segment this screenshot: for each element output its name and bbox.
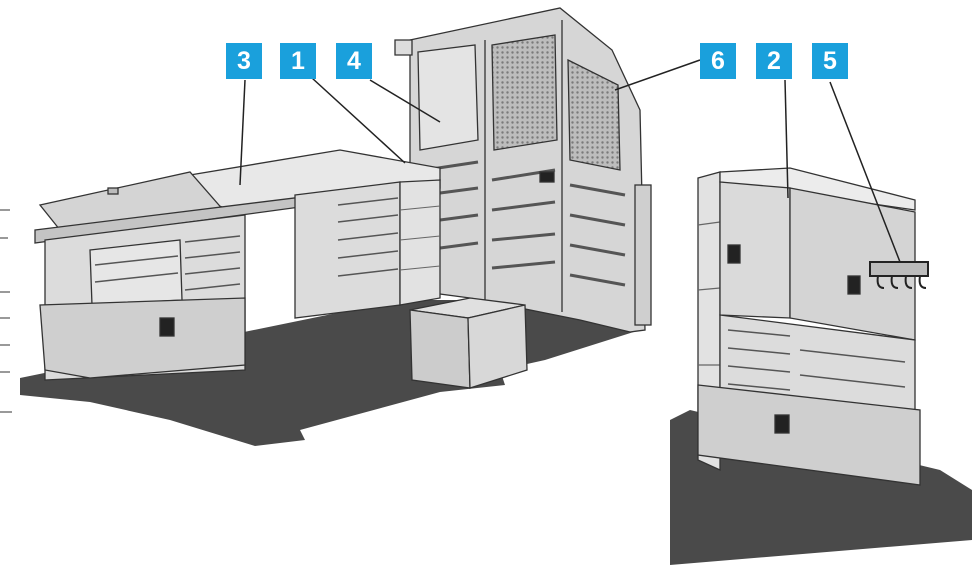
callout-leader-lines	[239, 59, 901, 263]
callout-3: 3	[226, 43, 262, 79]
door-handle	[539, 171, 555, 183]
right-drawer-cabinet	[294, 181, 401, 319]
hook-rack	[869, 261, 929, 289]
step-stool	[409, 297, 528, 389]
lock-plate-upper-right	[847, 275, 861, 295]
bottom-locker	[697, 384, 921, 486]
right-tall-cabinet	[697, 167, 929, 486]
center-mesh-window	[491, 34, 558, 151]
callout-6: 6	[700, 43, 736, 79]
left-door-window	[417, 44, 479, 151]
left-shelving-unit	[34, 149, 441, 381]
right-mesh-window	[567, 58, 621, 171]
callout-1: 1	[280, 43, 316, 79]
callout-4: 4	[336, 43, 372, 79]
lock-plate-left	[159, 317, 175, 337]
left-edge-marks	[0, 209, 12, 413]
callout-5: 5	[812, 43, 848, 79]
end-shelves	[399, 179, 441, 306]
door-hinge-post	[634, 184, 652, 326]
callout-2: 2	[756, 43, 792, 79]
lock-plate-upper-left	[727, 244, 741, 264]
lock-plate-bottom	[774, 414, 790, 434]
